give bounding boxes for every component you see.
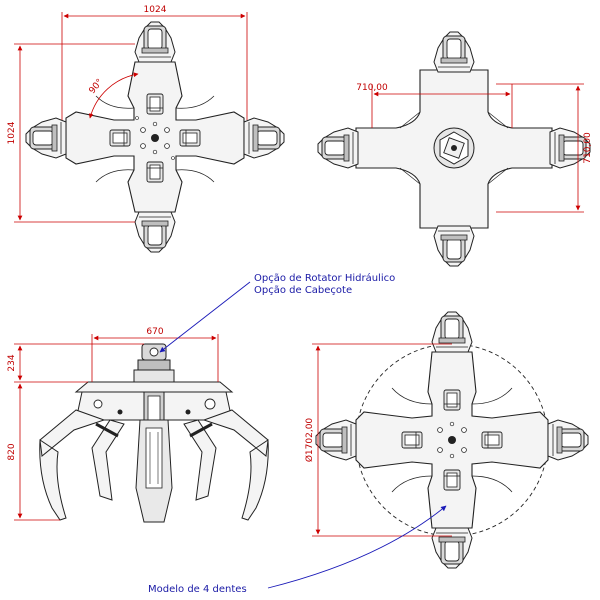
top-right-height-dim: 710,00 (583, 132, 593, 164)
left-outer-jaw (39, 409, 106, 521)
bottom-right-diameter-dim: Ø1702,00 (304, 418, 315, 463)
bottom-right-dimensions (312, 343, 452, 537)
top-left-view: 1024 1024 90° (7, 5, 285, 253)
top-plate (74, 381, 234, 393)
top-right-dimensions (371, 83, 584, 213)
bottom-left-view: 670 234 820 (7, 327, 269, 523)
rotator-callout: Opção de Rotator Hidráulico Opção de Cab… (159, 272, 395, 353)
model-callout: Modelo de 4 dentes (148, 505, 447, 595)
rotator-callout-line2: Opção de Cabeçote (254, 285, 352, 296)
bottom-right-view: Ø1702,00 (304, 311, 589, 569)
model-callout-label: Modelo de 4 dentes (148, 584, 247, 595)
right-outer-jaw (202, 409, 269, 521)
rotator-callout-line1: Opção de Rotator Hidráulico (254, 272, 395, 284)
top-left-width-dim: 1024 (144, 5, 167, 15)
bottom-left-upper-height-dim: 234 (7, 354, 17, 371)
bottom-left-lower-height-dim: 820 (7, 443, 17, 460)
bottom-left-dimensions (14, 334, 219, 521)
top-right-width-dim: 710,00 (356, 83, 388, 93)
top-right-view: 710,00 710,00 (317, 31, 593, 267)
bottom-left-width-dim: 670 (146, 327, 163, 337)
top-left-height-dim: 1024 (7, 121, 17, 144)
top-left-dimensions (14, 12, 248, 223)
